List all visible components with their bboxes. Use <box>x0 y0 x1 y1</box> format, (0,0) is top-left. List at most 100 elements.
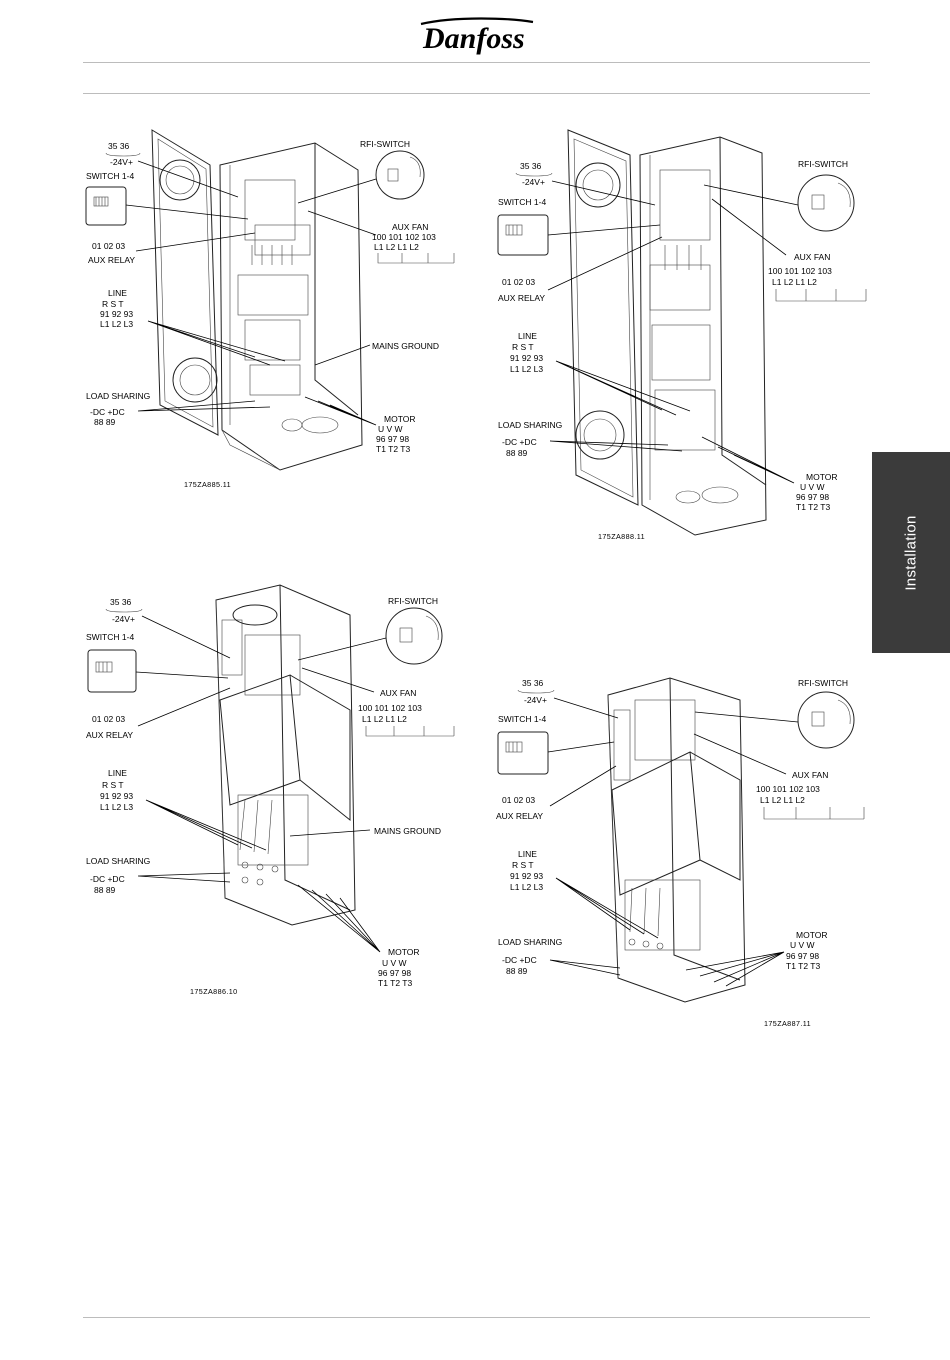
d-switch-label: SWITCH 1-4 <box>498 714 546 724</box>
a-fan-l: L1 L2 L1 L2 <box>374 242 419 252</box>
a-rfi-label: RFI-SWITCH <box>360 139 410 149</box>
c-pins-2436: 35 36 <box>110 597 132 607</box>
c-rfi-inset <box>385 607 443 665</box>
danfoss-logo: Danfoss <box>415 14 540 58</box>
b-line-rst: R S T <box>512 342 534 352</box>
c-dc-nums: 88 89 <box>94 885 116 895</box>
d-line-label: LINE <box>518 849 537 859</box>
c-mains-label: MAINS GROUND <box>374 826 441 836</box>
a-dc-nums: 88 89 <box>94 417 116 427</box>
d-motor-t: T1 T2 T3 <box>786 961 820 971</box>
c-motor-t: T1 T2 T3 <box>378 978 412 988</box>
a-switch-label: SWITCH 1-4 <box>86 171 134 181</box>
d-dc: -DC +DC <box>502 955 537 965</box>
c-figure-code: 175ZA886.10 <box>190 987 238 996</box>
b-motor-label: MOTOR <box>806 472 837 482</box>
c-load-label: LOAD SHARING <box>86 856 150 866</box>
a-relay-label: AUX RELAY <box>88 255 135 265</box>
c-relay-label: AUX RELAY <box>86 730 133 740</box>
b-dc: -DC +DC <box>502 437 537 447</box>
b-figure-code: 175ZA888.11 <box>598 532 645 541</box>
d-fan-label: AUX FAN <box>792 770 828 780</box>
a-line-nums: 91 92 93 <box>100 309 133 319</box>
d-line-l: L1 L2 L3 <box>510 882 543 892</box>
b-rfi-label: RFI-SWITCH <box>798 159 848 169</box>
c-dc: -DC +DC <box>90 874 125 884</box>
a-switch-inset <box>85 186 127 226</box>
b-motor-nums: 96 97 98 <box>796 492 829 502</box>
b-24v: -24V+ <box>522 177 545 187</box>
b-line-l: L1 L2 L3 <box>510 364 543 374</box>
d-relay-label: AUX RELAY <box>496 811 543 821</box>
c-line-nums: 91 92 93 <box>100 791 133 801</box>
b-load-label: LOAD SHARING <box>498 420 562 430</box>
c-line-label: LINE <box>108 768 127 778</box>
d-rfi-label: RFI-SWITCH <box>798 678 848 688</box>
c-relay-pins: 01 02 03 <box>92 714 125 724</box>
d-24v: -24V+ <box>524 695 547 705</box>
a-line-l: L1 L2 L3 <box>100 319 133 329</box>
footer-rule <box>83 1317 870 1318</box>
section-tab-label: Installation <box>902 514 920 591</box>
b-fan-l: L1 L2 L1 L2 <box>772 277 817 287</box>
header-rule-top <box>83 62 870 63</box>
c-motor-label: MOTOR <box>388 947 419 957</box>
d-line-rst: R S T <box>512 860 534 870</box>
d-fan-nums: 100 101 102 103 <box>756 784 820 794</box>
b-line-nums: 91 92 93 <box>510 353 543 363</box>
d-figure-code: 175ZA887.11 <box>764 1019 811 1028</box>
d-load-label: LOAD SHARING <box>498 937 562 947</box>
c-fan-label: AUX FAN <box>380 688 416 698</box>
c-switch-label: SWITCH 1-4 <box>86 632 134 642</box>
d-dc-nums: 88 89 <box>506 966 528 976</box>
a-fan-label: AUX FAN <box>392 222 428 232</box>
b-fan-label: AUX FAN <box>794 252 830 262</box>
d-switch-inset <box>497 731 549 775</box>
c-rfi-label: RFI-SWITCH <box>388 596 438 606</box>
a-load-label: LOAD SHARING <box>86 391 150 401</box>
d-motor-uvw: U V W <box>790 940 815 950</box>
a-motor-label: MOTOR <box>384 414 415 424</box>
a-relay-pins: 01 02 03 <box>92 241 125 251</box>
b-rfi-inset <box>797 174 855 232</box>
c-24v: -24V+ <box>112 614 135 624</box>
b-line-label: LINE <box>518 331 537 341</box>
c-line-rst: R S T <box>102 780 124 790</box>
d-motor-label: MOTOR <box>796 930 827 940</box>
c-motor-nums: 96 97 98 <box>378 968 411 978</box>
a-motor-uvw: U V W <box>378 424 403 434</box>
a-motor-t: T1 T2 T3 <box>376 444 410 454</box>
b-motor-uvw: U V W <box>800 482 825 492</box>
a-pins-2436: 35 36 <box>108 141 130 151</box>
b-switch-inset <box>497 214 549 256</box>
c-line-l: L1 L2 L3 <box>100 802 133 812</box>
a-line-rst: R S T <box>102 299 124 309</box>
d-relay-pins: 01 02 03 <box>502 795 535 805</box>
c-fan-nums: 100 101 102 103 <box>358 703 422 713</box>
a-motor-nums: 96 97 98 <box>376 434 409 444</box>
b-fan-nums: 100 101 102 103 <box>768 266 832 276</box>
a-mains-label: MAINS GROUND <box>372 341 439 351</box>
b-relay-pins: 01 02 03 <box>502 277 535 287</box>
c-fan-l: L1 L2 L1 L2 <box>362 714 407 724</box>
b-pins-2436: 35 36 <box>520 161 542 171</box>
b-dc-nums: 88 89 <box>506 448 528 458</box>
d-pins-2436: 35 36 <box>522 678 544 688</box>
b-switch-label: SWITCH 1-4 <box>498 197 546 207</box>
c-motor-uvw: U V W <box>382 958 407 968</box>
d-line-nums: 91 92 93 <box>510 871 543 881</box>
a-rfi-inset <box>375 150 425 200</box>
a-line-label: LINE <box>108 288 127 298</box>
b-motor-t: T1 T2 T3 <box>796 502 830 512</box>
a-24v: -24V+ <box>110 157 133 167</box>
d-fan-l: L1 L2 L1 L2 <box>760 795 805 805</box>
figure-a: 35 36 -24V+ SWITCH 1-4 01 02 03 AUX RELA… <box>80 125 455 500</box>
brand-wordmark: Danfoss <box>422 22 525 55</box>
b-relay-label: AUX RELAY <box>498 293 545 303</box>
c-switch-inset <box>87 649 137 693</box>
figure-b: 35 36 -24V+ SWITCH 1-4 01 02 03 AUX RELA… <box>490 125 875 545</box>
header-rule-bottom <box>83 93 870 94</box>
section-tab[interactable]: Installation <box>872 452 950 653</box>
figure-d: 35 36 -24V+ SWITCH 1-4 01 02 03 AUX RELA… <box>490 670 875 1035</box>
a-figure-code: 175ZA885.11 <box>184 480 231 489</box>
